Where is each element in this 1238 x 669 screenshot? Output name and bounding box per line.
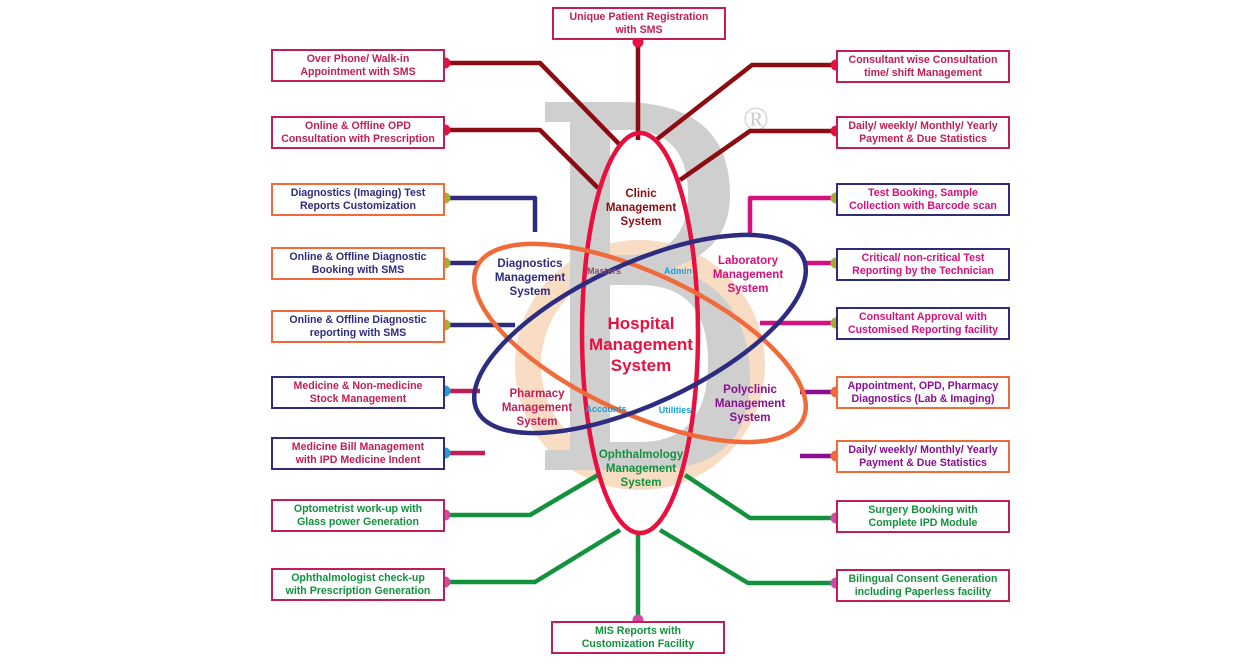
polyclinic-system-label: Polyclinic Management System xyxy=(714,384,786,424)
connector-right-1 xyxy=(654,62,836,142)
laboratory-system-label: Laboratory Management System xyxy=(712,255,784,295)
diagnostics-system-label: Diagnostics Management System xyxy=(494,258,566,298)
feature-box-right-7: Daily/ weekly/ Monthly/ Yearly Payment &… xyxy=(836,440,1010,473)
feature-box-right-1: Consultant wise Consultation time/ shift… xyxy=(836,50,1010,83)
connector-left-2 xyxy=(445,127,600,190)
feature-box-right-6: Appointment, OPD, Pharmacy Diagnostics (… xyxy=(836,376,1010,409)
admin-tag: Admin xyxy=(664,266,692,276)
feature-box-left-6: Medicine & Non-medicine Stock Management xyxy=(271,376,445,409)
feature-box-left-7: Medicine Bill Management with IPD Medici… xyxy=(271,437,445,470)
feature-box-left-4: Online & Offline Diagnostic Booking with… xyxy=(271,247,445,280)
connector-right-8 xyxy=(683,473,836,521)
feature-box-left-9: Ophthalmologist check-up with Prescripti… xyxy=(271,568,445,601)
watermark-ring xyxy=(515,240,765,490)
feature-box-bottom: MIS Reports with Customization Facility xyxy=(551,621,725,654)
hospital-management-system-title: Hospital Management System xyxy=(589,314,693,375)
feature-box-right-8: Surgery Booking with Complete IPD Module xyxy=(836,500,1010,533)
pharmacy-system-label: Pharmacy Management System xyxy=(501,388,573,428)
utilities-tag: Utilities xyxy=(658,405,692,415)
feature-box-left-3: Diagnostics (Imaging) Test Reports Custo… xyxy=(271,183,445,216)
feature-box-left-1: Over Phone/ Walk-in Appointment with SMS xyxy=(271,49,445,82)
connectors xyxy=(445,42,836,620)
connector-left-8 xyxy=(445,473,600,518)
clinic-ophthalmology-ellipse xyxy=(579,130,701,536)
feature-box-left-8: Optometrist work-up with Glass power Gen… xyxy=(271,499,445,532)
masters-tag: Masters xyxy=(586,266,622,276)
clinic-system-label: Clinic Management System xyxy=(605,188,677,228)
connector-right-3 xyxy=(747,195,836,235)
connector-left-3 xyxy=(445,195,538,232)
accounts-tag: Accounts xyxy=(585,404,627,414)
connector-right-9 xyxy=(658,528,836,586)
diagnostics-polyclinic-ellipse xyxy=(471,241,809,445)
feature-box-right-2: Daily/ weekly/ Monthly/ Yearly Payment &… xyxy=(836,116,1010,149)
feature-box-left-2: Online & Offline OPD Consultation with P… xyxy=(271,116,445,149)
ophthalmology-system-label: Ophthalmology Management System xyxy=(598,449,684,489)
feature-box-right-3: Test Booking, Sample Collection with Bar… xyxy=(836,183,1010,216)
connector-right-2 xyxy=(678,128,836,182)
feature-box-right-5: Consultant Approval with Customised Repo… xyxy=(836,307,1010,340)
connector-left-1 xyxy=(445,60,622,147)
feature-box-top: Unique Patient Registration with SMS xyxy=(552,7,726,40)
connector-left-9 xyxy=(445,528,622,585)
feature-box-left-5: Online & Offline Diagnostic reporting wi… xyxy=(271,310,445,343)
feature-box-right-4: Critical/ non-critical Test Reporting by… xyxy=(836,248,1010,281)
laboratory-pharmacy-ellipse xyxy=(471,232,809,436)
feature-box-right-9: Bilingual Consent Generation including P… xyxy=(836,569,1010,602)
